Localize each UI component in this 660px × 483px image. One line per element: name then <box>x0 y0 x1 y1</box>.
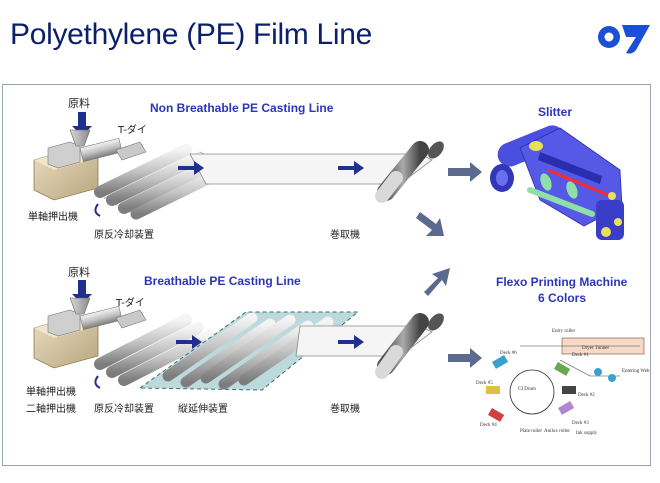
bottom-line: Breathable PE Casting Line 原料 T-ダイ <box>26 265 444 415</box>
top-line-heading: Non Breathable PE Casting Line <box>150 101 334 115</box>
flexo-deck3-label: Deck #3 <box>572 421 589 426</box>
flexo-ci-drum <box>509 369 555 415</box>
arrow-up-right <box>424 268 450 296</box>
flexo-label-line1: Flexo Printing Machine <box>496 275 628 289</box>
top-t-die <box>115 141 147 161</box>
arrow-down-right <box>416 212 444 236</box>
top-extruder-label: 単軸押出機 <box>28 210 78 223</box>
deck-icon <box>492 354 509 369</box>
flexo-entry-roller-label: Entry roller <box>552 329 576 334</box>
top-extruder <box>33 129 123 201</box>
flexo-ci-drum-label: CI Drum <box>518 387 536 392</box>
flexo-deck4-label: Deck #4 <box>480 423 497 428</box>
bottom-rotation-arrow <box>94 375 101 389</box>
flexo-deck5-label: Deck #5 <box>476 381 493 386</box>
flexo-deck2-label: Deck #2 <box>578 393 595 398</box>
flexo-label-line2: 6 Colors <box>538 291 586 305</box>
bottom-t-die-label: T-ダイ <box>115 296 145 309</box>
flexo-printing-machine: Flexo Printing Machine 6 Colors Dryer Tu… <box>476 275 650 436</box>
flexo-anilox-roller-label: Anilox roller <box>544 429 570 434</box>
bottom-flow-arrow-1 <box>176 335 202 349</box>
bottom-extruder-single-label: 単軸押出機 <box>26 385 76 398</box>
bottom-line-heading: Breathable PE Casting Line <box>144 274 301 288</box>
bottom-raw-material-label: 原料 <box>68 265 90 279</box>
top-raw-material-label: 原料 <box>68 96 90 110</box>
company-logo <box>598 25 650 54</box>
bottom-winder-label: 巻取機 <box>330 402 360 415</box>
top-rotation-arrow <box>94 203 101 217</box>
flexo-ink-supply-label: Ink supply <box>576 431 598 436</box>
bottom-cooling-label: 原反冷却装置 <box>94 402 154 415</box>
arrow-to-flexo <box>448 348 482 368</box>
deck-icon <box>554 361 571 376</box>
bottom-extruder <box>33 297 123 369</box>
bottom-flow-arrow-2 <box>338 335 364 349</box>
deck-icon <box>488 408 505 422</box>
bottom-winder <box>375 313 444 379</box>
page-title: Polyethylene (PE) Film Line <box>10 18 373 51</box>
flexo-deck1-label: Deck #1 <box>572 353 589 358</box>
top-winder <box>375 141 444 203</box>
flexo-entering-web-label: Entering Web <box>622 369 650 374</box>
top-t-die-label: T-ダイ <box>117 123 147 136</box>
bottom-extruder-twin-label: 二軸押出機 <box>26 402 76 415</box>
top-film <box>189 153 433 185</box>
top-cooling-label: 原反冷却装置 <box>94 228 154 241</box>
top-winder-label: 巻取機 <box>330 228 360 241</box>
flexo-deck6-label: Deck #6 <box>500 351 517 356</box>
deck-icon <box>486 386 500 394</box>
bottom-t-die <box>115 309 147 329</box>
flexo-decks <box>486 354 616 422</box>
slitter-label: Slitter <box>538 105 572 119</box>
deck-icon <box>558 401 575 415</box>
deck-icon <box>562 386 576 394</box>
flexo-plate-roller-label: Plate roller <box>520 429 542 434</box>
top-line: Non Breathable PE Casting Line 原料 T-ダイ <box>28 96 444 241</box>
top-flow-arrow-1 <box>178 161 204 175</box>
bottom-stretching-label: 縦延伸装置 <box>178 402 228 415</box>
slitter: Slitter <box>490 105 624 240</box>
arrow-to-slitter <box>448 162 482 182</box>
top-flow-arrow-2 <box>338 161 364 175</box>
flexo-dryer-tunnel-label: Dryer Tunnel <box>582 346 609 351</box>
